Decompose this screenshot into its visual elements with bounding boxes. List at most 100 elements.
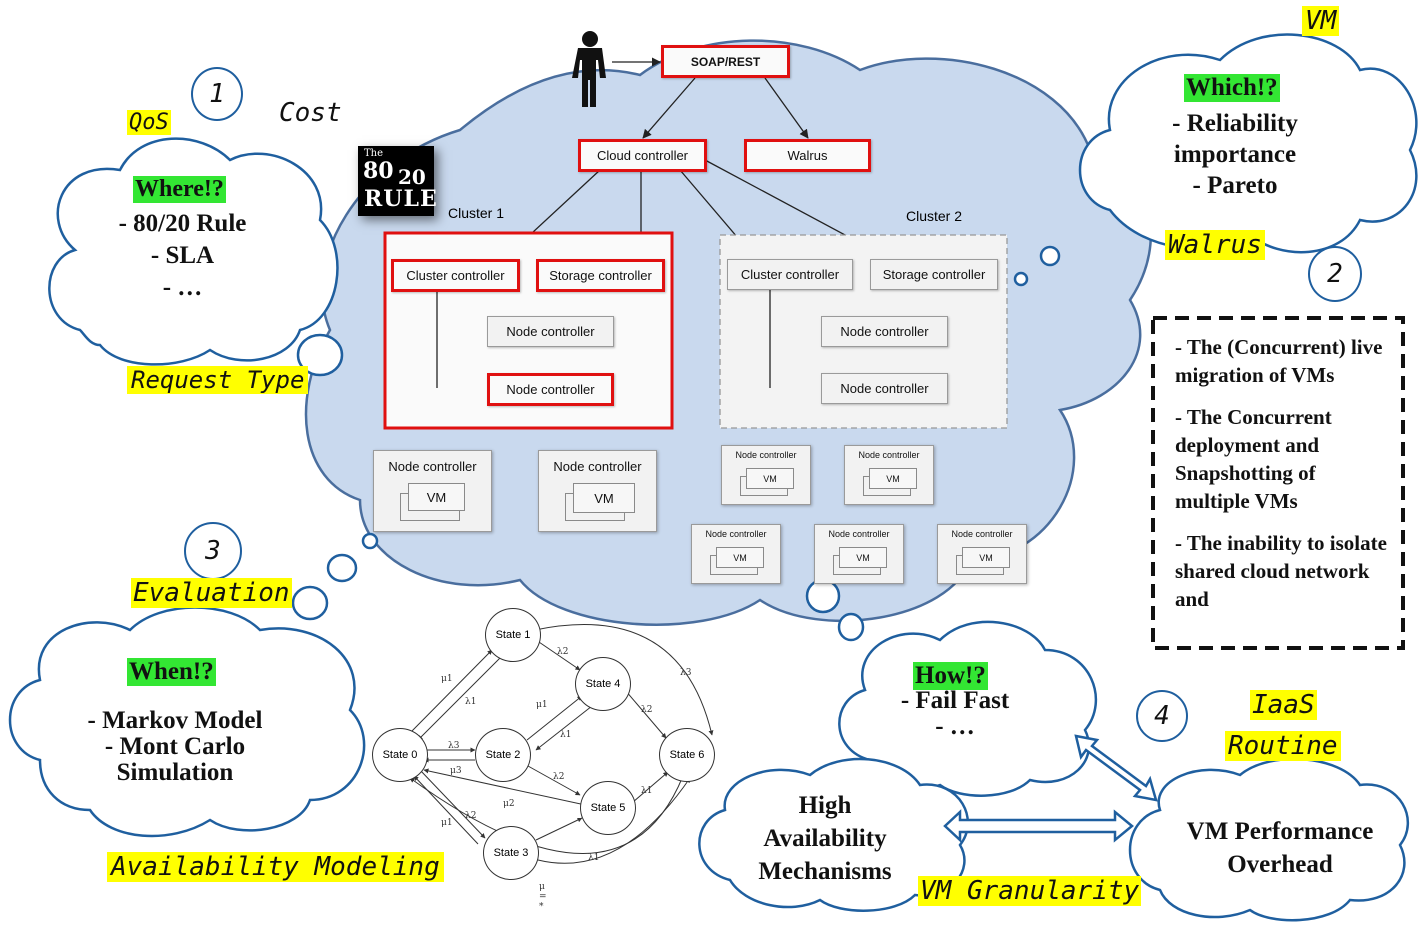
vm-box: VM — [869, 468, 917, 489]
rate-label: λ3 — [448, 741, 460, 751]
vm-box: VM — [746, 468, 794, 489]
how-item: - Fail Fast — [900, 687, 1010, 714]
markov-state-3: State 3 — [483, 826, 539, 880]
rate-label: λ2 — [641, 705, 653, 715]
which-item: - Reliability — [1172, 110, 1298, 137]
rate-label: λ2 — [557, 647, 569, 657]
cloud-controller-box: Cloud controller — [578, 139, 707, 172]
tag-availability-modeling: Availability Modeling — [107, 852, 444, 882]
question-where: Where!? — [133, 176, 226, 203]
logo-rule: RULE — [364, 186, 438, 212]
migration-issues-box — [1151, 316, 1405, 650]
rate-label: λ3 — [680, 668, 692, 678]
cluster2-label: Cluster 2 — [906, 208, 963, 224]
markov-edges — [409, 624, 714, 864]
node-controller-small-4: Node controller VM — [814, 524, 904, 584]
node-controller-small-1: Node controller VM — [721, 445, 811, 505]
migration-issue: - The (Concurrent) live migration of VMs — [1175, 335, 1383, 387]
node-controller-small-5: Node controller VM — [937, 524, 1027, 584]
section-number-2: 2 — [1308, 246, 1362, 302]
vm-box: VM — [716, 547, 764, 568]
node-controller-title: Node controller — [858, 450, 920, 460]
high-availability-mechanisms: High Availability Mechanisms — [740, 789, 910, 888]
cloud-how — [838, 620, 1097, 797]
rate-label: λ1 — [641, 786, 653, 796]
logo-the: The — [364, 148, 384, 159]
when-item: Simulation — [116, 759, 234, 786]
node-controller-group-1: Node controller VM — [373, 450, 492, 532]
soap-rest-box: SOAP/REST — [661, 45, 790, 78]
cloud-where — [48, 137, 339, 366]
tag-request-type: Request Type — [127, 366, 309, 394]
node-controller-title: Node controller — [388, 459, 477, 474]
cluster1-cluster-controller: Cluster controller — [391, 259, 520, 292]
which-item: importance — [1173, 141, 1297, 168]
double-arrow-ham-vmpo — [943, 809, 1134, 843]
tag-cost: Cost — [279, 98, 342, 128]
markov-state-0: State 0 — [372, 728, 428, 782]
cloud-vm-performance — [1128, 757, 1410, 922]
section-number-4: 4 — [1136, 690, 1188, 742]
ham-line: Availability — [763, 825, 887, 852]
which-item: - Pareto — [1192, 172, 1278, 199]
node-controller-small-3: Node controller VM — [691, 524, 781, 584]
cluster2-node-controller-2: Node controller — [821, 373, 948, 404]
which-list: - Reliability importance - Pareto — [1150, 108, 1320, 201]
rate-label: λ2 — [465, 811, 477, 821]
markov-state-2: State 2 — [475, 728, 531, 782]
where-item: - 80/20 Rule — [118, 210, 247, 237]
rate-label: μ1 — [536, 700, 548, 710]
cluster2-cluster-controller: Cluster controller — [727, 259, 853, 290]
rate-label: λ1 — [465, 697, 477, 707]
rate-label: λ1 — [588, 853, 600, 863]
80-20-rule-logo: The 80 20 RULE — [358, 146, 437, 216]
when-item: - Mont Carlo — [104, 733, 246, 760]
double-arrow-how-vmpo — [1074, 734, 1158, 802]
question-how: How!? — [913, 662, 988, 690]
cloud-when — [8, 606, 366, 838]
markov-state-1: State 1 — [485, 608, 541, 662]
walrus-box: Walrus — [744, 139, 871, 172]
vm-box: VM — [839, 547, 887, 568]
vm-performance-overhead: VM Performance Overhead — [1170, 815, 1390, 881]
vm-box: VM — [408, 483, 465, 511]
rate-label: μ1 — [441, 674, 453, 684]
tag-routine: Routine — [1225, 731, 1341, 761]
node-controller-group-2: Node controller VM — [538, 450, 657, 532]
section-number-3: 3 — [184, 522, 242, 580]
question-when: When!? — [127, 658, 216, 686]
node-controller-title: Node controller — [951, 529, 1013, 539]
section-number-1: 1 — [191, 67, 243, 121]
tag-evaluation: Evaluation — [131, 578, 292, 608]
ham-line: Mechanisms — [758, 858, 892, 885]
logo-80: 80 — [363, 158, 394, 184]
cluster2-node-controller-1: Node controller — [821, 316, 948, 347]
vm-box: VM — [962, 547, 1010, 568]
vmpo-line: VM Performance — [1186, 818, 1374, 845]
migration-issues-list: - The (Concurrent) live migration of VMs… — [1175, 333, 1390, 627]
cluster1-storage-controller: Storage controller — [536, 259, 665, 292]
when-list: - Markov Model - Mont Carlo Simulation — [60, 708, 290, 786]
rate-label: μ1 — [441, 818, 453, 828]
node-controller-title: Node controller — [735, 450, 797, 460]
rate-label: λ2 — [553, 772, 565, 782]
when-item: - Markov Model — [87, 707, 263, 734]
how-list: - Fail Fast - … — [880, 688, 1030, 740]
vmpo-line: Overhead — [1227, 851, 1333, 878]
rate-label: λ1 — [560, 730, 572, 740]
tag-qos: QoS — [127, 110, 171, 135]
migration-issue: - The inability to isolate shared cloud … — [1175, 531, 1387, 611]
rate-label: μ = * — [539, 882, 547, 912]
where-item: - SLA — [150, 242, 215, 269]
cluster-inner-arrows — [436, 290, 771, 388]
markov-state-4: State 4 — [575, 657, 631, 711]
node-controller-title: Node controller — [828, 529, 890, 539]
rate-label: μ2 — [503, 799, 515, 809]
ham-line: High — [798, 792, 852, 819]
thought-bubbles — [291, 245, 1061, 642]
cluster2-storage-controller: Storage controller — [870, 259, 998, 290]
node-controller-title: Node controller — [553, 459, 642, 474]
tag-walrus: Walrus — [1165, 230, 1265, 260]
tag-vm-granularity: VM Granularity — [918, 876, 1142, 906]
